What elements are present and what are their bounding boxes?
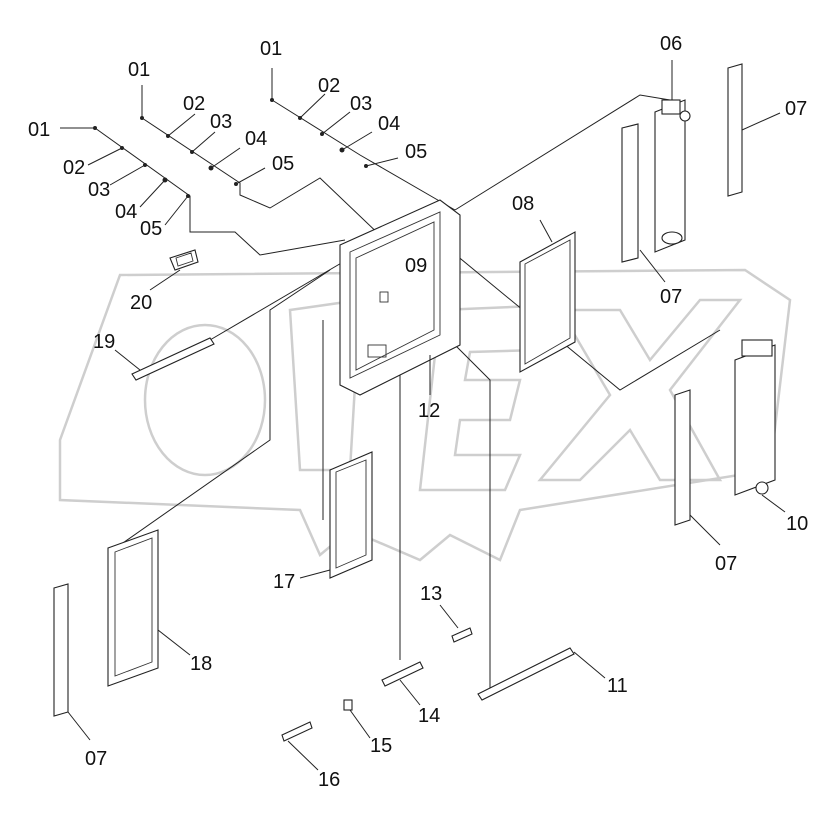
callout-14: 14	[418, 705, 440, 727]
callout-07-d: 07	[85, 748, 107, 770]
bottom-strips	[281, 604, 606, 771]
callout-06: 06	[660, 33, 682, 55]
callout-10: 10	[786, 513, 808, 535]
callout-18: 18	[190, 653, 212, 675]
part-06-cooler	[654, 60, 691, 253]
callout-15: 15	[370, 735, 392, 757]
callout-05-a: 05	[140, 218, 162, 240]
part-12-main-frame	[339, 199, 461, 396]
callout-04-a: 04	[115, 201, 137, 223]
callout-08: 08	[512, 193, 534, 215]
part-08-panel	[519, 219, 576, 373]
callout-01-a: 01	[28, 119, 50, 141]
callout-13: 13	[420, 583, 442, 605]
callout-04-b: 04	[245, 128, 267, 150]
part-10-cooler	[734, 339, 786, 513]
callout-01-b: 01	[128, 59, 150, 81]
callout-09: 09	[405, 255, 427, 277]
part-20-bracket	[149, 249, 199, 291]
callout-05-b: 05	[272, 153, 294, 175]
watermark-logo	[58, 268, 792, 562]
callout-05-c: 05	[405, 141, 427, 163]
pipe-fittings-group-b	[140, 113, 266, 186]
callout-01-c: 01	[260, 38, 282, 60]
part-07-sheets	[53, 63, 781, 741]
callout-17: 17	[273, 571, 295, 593]
callout-03-c: 03	[350, 93, 372, 115]
callout-07-b: 07	[660, 286, 682, 308]
part-18-cooler	[107, 529, 191, 687]
callout-02-b: 02	[183, 93, 205, 115]
pipe-fittings-group-a	[87, 126, 190, 226]
callout-02-a: 02	[63, 157, 85, 179]
callout-04-c: 04	[378, 113, 400, 135]
callout-labels: 01 02 03 04 05 01 02 03 04 05 01 02 03 0…	[28, 33, 808, 791]
callout-02-c: 02	[318, 75, 340, 97]
callout-12: 12	[418, 400, 440, 422]
callout-19: 19	[93, 331, 115, 353]
part-19-strip	[114, 337, 215, 381]
callout-16: 16	[318, 769, 340, 791]
callout-07-a: 07	[785, 98, 807, 120]
callout-07-c: 07	[715, 553, 737, 575]
callout-20: 20	[130, 292, 152, 314]
part-17-panel	[299, 451, 373, 579]
connection-lines	[60, 68, 721, 690]
pipe-fittings-group-c	[270, 93, 399, 168]
callout-11: 11	[607, 675, 628, 697]
callout-03-b: 03	[210, 111, 232, 133]
callout-03-a: 03	[88, 179, 110, 201]
